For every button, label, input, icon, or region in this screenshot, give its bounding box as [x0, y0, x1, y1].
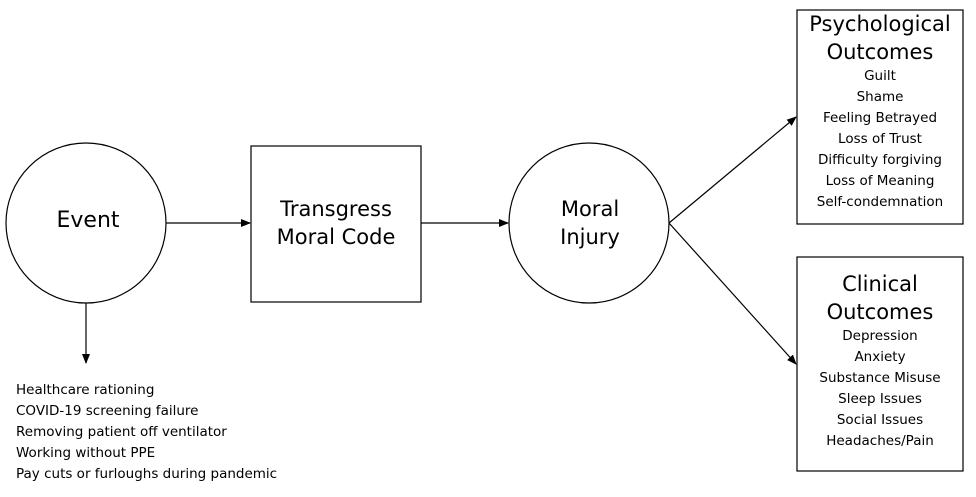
psychological-item: Difficulty forgiving: [817, 152, 942, 168]
clinical-item: Substance Misuse: [819, 370, 941, 386]
psychological-item: Loss of Trust: [838, 131, 922, 147]
psychological-item: Guilt: [864, 68, 896, 84]
clinical-title-line1: Clinical: [842, 272, 918, 296]
transgress-label: Transgress Moral Code: [251, 195, 421, 251]
clinical-outcomes: Clinical Outcomes Depression Anxiety Sub…: [797, 270, 963, 452]
moral-injury-label-line1: Moral: [560, 197, 620, 221]
clinical-item: Social Issues: [836, 412, 924, 428]
clinical-item: Sleep Issues: [838, 391, 922, 407]
transgress-label-line1: Transgress: [280, 197, 392, 221]
clinical-item: Depression: [842, 328, 918, 344]
psychological-title-line2: Outcomes: [826, 40, 934, 64]
psychological-outcomes-box: [796, 9, 964, 225]
clinical-outcomes-box: [796, 256, 964, 472]
clinical-item: Headaches/Pain: [826, 433, 934, 449]
arrow-moral-injury-to-clinical: [668, 222, 797, 365]
moral-injury-label: Moral Injury: [510, 195, 670, 251]
event-label: Event: [56, 208, 120, 233]
psychological-item: Loss of Meaning: [825, 173, 935, 189]
clinical-item: Anxiety: [854, 349, 906, 365]
event-examples-list: Healthcare rationing COVID-19 screening …: [16, 380, 277, 485]
event-example-item: Working without PPE: [16, 445, 156, 461]
psychological-item: Feeling Betrayed: [822, 110, 938, 126]
event-example-item: Pay cuts or furloughs during pandemic: [16, 466, 278, 482]
event-example-item: COVID-19 screening failure: [16, 403, 199, 419]
moral-injury-label-line2: Injury: [560, 225, 620, 249]
transgress-label-line2: Moral Code: [276, 225, 396, 249]
arrow-moral-injury-to-psychological: [668, 116, 797, 224]
event-example-item: Healthcare rationing: [16, 382, 155, 398]
psychological-item: Shame: [856, 89, 904, 105]
psychological-title-line1: Psychological: [809, 12, 951, 36]
clinical-title-line2: Outcomes: [826, 300, 934, 324]
transgress-node: [250, 145, 422, 303]
psychological-outcomes: Psychological Outcomes Guilt Shame Feeli…: [797, 10, 963, 213]
event-example-item: Removing patient off ventilator: [16, 424, 227, 440]
psychological-item: Self-condemnation: [816, 194, 944, 210]
